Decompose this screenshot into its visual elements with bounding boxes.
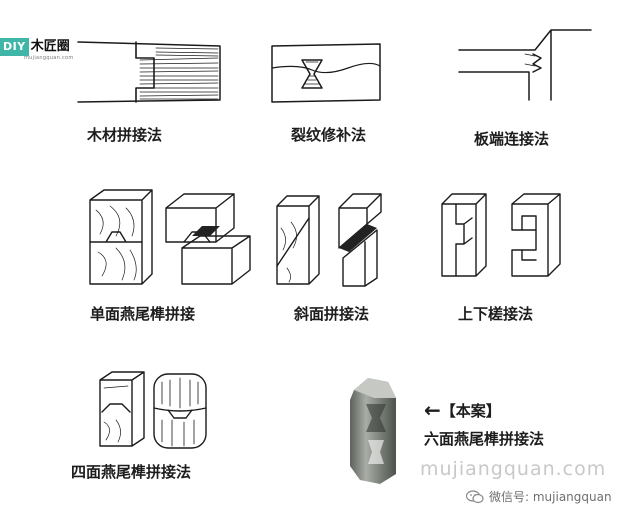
logo: DIY 木匠圈 xyxy=(0,38,72,56)
wechat-id: 微信号: mujiangquan xyxy=(489,490,612,504)
current-case-tag: ←【本案】 xyxy=(424,398,501,422)
caption-1: 木材拼接法 xyxy=(87,126,163,144)
logo-badge: DIY xyxy=(0,38,29,56)
sketch-crack-repair xyxy=(271,43,381,103)
arrow-left-icon: ← xyxy=(424,398,441,422)
photo-six-side-dovetail xyxy=(350,378,396,484)
sketch-four-side-dovetail xyxy=(99,371,207,449)
current-case-label: 【本案】 xyxy=(440,402,501,420)
caption-8: 六面燕尾榫拼接法 xyxy=(424,430,545,448)
sketch-stepped-joint xyxy=(441,193,561,277)
caption-7: 四面燕尾榫拼接法 xyxy=(71,463,192,481)
watermark: mujiangquan.com xyxy=(420,458,607,480)
wechat-icon xyxy=(466,489,484,503)
caption-5: 斜面拼接法 xyxy=(294,305,370,323)
logo-name: 木匠圈 xyxy=(30,39,70,54)
sketch-board-end-joint xyxy=(458,29,592,101)
wechat-footer: 微信号: mujiangquan xyxy=(466,488,612,505)
caption-6: 上下槎接法 xyxy=(458,305,534,323)
sketch-single-dovetail xyxy=(89,189,251,285)
sketch-oblique-splice xyxy=(276,193,382,287)
caption-4: 单面燕尾榫拼接 xyxy=(90,305,196,323)
caption-3: 板端连接法 xyxy=(474,130,550,148)
logo-subtitle: mujiangquan.com xyxy=(24,55,74,61)
caption-2: 裂纹修补法 xyxy=(291,126,367,144)
sketch-board-splicing xyxy=(77,41,221,103)
